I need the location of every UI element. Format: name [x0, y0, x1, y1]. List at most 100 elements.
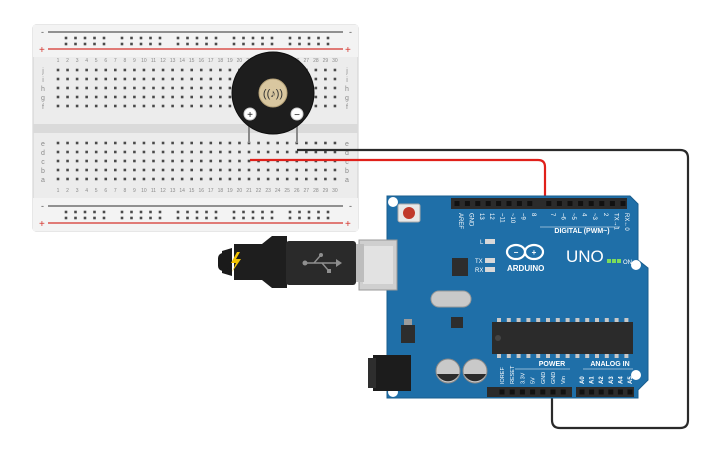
rail-hole[interactable]	[83, 42, 87, 46]
breadboard-hole[interactable]	[123, 141, 127, 145]
power-pin-hole[interactable]	[499, 389, 505, 395]
breadboard-hole[interactable]	[209, 141, 213, 145]
breadboard-hole[interactable]	[333, 150, 337, 154]
rail-hole[interactable]	[176, 216, 180, 220]
breadboard-hole[interactable]	[295, 150, 299, 154]
breadboard-hole[interactable]	[324, 77, 327, 81]
breadboard-hole[interactable]	[247, 150, 251, 154]
rail-hole[interactable]	[317, 36, 320, 40]
breadboard-hole[interactable]	[94, 86, 98, 90]
breadboard-hole[interactable]	[228, 150, 232, 154]
breadboard-hole[interactable]	[266, 141, 270, 145]
breadboard-hole[interactable]	[85, 177, 88, 181]
breadboard-hole[interactable]	[171, 77, 174, 81]
breadboard-hole[interactable]	[114, 141, 117, 145]
breadboard-hole[interactable]	[94, 77, 98, 81]
breadboard-hole[interactable]	[66, 95, 69, 99]
breadboard-hole[interactable]	[66, 104, 69, 108]
digital-pin-hole[interactable]	[454, 201, 460, 206]
ground-wire-black[interactable]	[297, 148, 690, 430]
power-pin-hole[interactable]	[509, 389, 515, 395]
breadboard-hole[interactable]	[85, 68, 88, 72]
breadboard-hole[interactable]	[104, 168, 108, 172]
breadboard-hole[interactable]	[104, 159, 108, 163]
breadboard-hole[interactable]	[123, 68, 127, 72]
breadboard-hole[interactable]	[104, 141, 108, 145]
digital-pin-hole[interactable]	[475, 201, 481, 206]
breadboard-hole[interactable]	[276, 177, 279, 181]
breadboard-hole[interactable]	[314, 150, 318, 154]
rail-hole[interactable]	[102, 216, 106, 220]
breadboard-hole[interactable]	[209, 86, 213, 90]
breadboard-hole[interactable]	[133, 177, 136, 181]
breadboard-hole[interactable]	[161, 168, 165, 172]
breadboard-hole[interactable]	[190, 150, 193, 154]
breadboard-hole[interactable]	[314, 104, 318, 108]
rail-hole[interactable]	[270, 42, 274, 46]
breadboard-hole[interactable]	[180, 95, 184, 99]
breadboard-hole[interactable]	[209, 168, 213, 172]
dc-power-jack[interactable]	[373, 355, 411, 391]
breadboard-hole[interactable]	[142, 68, 146, 72]
analog-pin-hole[interactable]	[617, 389, 623, 395]
breadboard-hole[interactable]	[247, 159, 251, 163]
rail-hole[interactable]	[120, 36, 124, 40]
rail-hole[interactable]	[251, 210, 255, 214]
breadboard-hole[interactable]	[114, 177, 117, 181]
rail-hole[interactable]	[205, 42, 208, 46]
breadboard-hole[interactable]	[238, 141, 241, 145]
breadboard-hole[interactable]	[199, 159, 203, 163]
breadboard-hole[interactable]	[171, 159, 174, 163]
breadboard-hole[interactable]	[180, 77, 184, 81]
rail-hole[interactable]	[120, 216, 124, 220]
breadboard-hole[interactable]	[133, 104, 136, 108]
rail-hole[interactable]	[242, 42, 245, 46]
digital-pin-hole[interactable]	[567, 201, 573, 206]
rail-hole[interactable]	[64, 210, 68, 214]
breadboard-hole[interactable]	[85, 86, 88, 90]
rail-hole[interactable]	[93, 210, 96, 214]
breadboard-hole[interactable]	[85, 95, 88, 99]
digital-pin-hole[interactable]	[516, 201, 522, 206]
breadboard-hole[interactable]	[285, 168, 289, 172]
rail-hole[interactable]	[195, 36, 199, 40]
breadboard-hole[interactable]	[180, 177, 184, 181]
breadboard-hole[interactable]	[104, 68, 108, 72]
breadboard-hole[interactable]	[295, 168, 299, 172]
breadboard-hole[interactable]	[94, 150, 98, 154]
breadboard-hole[interactable]	[199, 104, 203, 108]
rail-hole[interactable]	[242, 216, 245, 220]
breadboard-hole[interactable]	[152, 86, 155, 90]
rail-hole[interactable]	[326, 216, 330, 220]
breadboard-hole[interactable]	[314, 95, 318, 99]
breadboard-hole[interactable]	[199, 168, 203, 172]
rail-hole[interactable]	[242, 36, 245, 40]
breadboard-hole[interactable]	[190, 159, 193, 163]
breadboard-hole[interactable]	[180, 68, 184, 72]
breadboard-hole[interactable]	[123, 104, 127, 108]
breadboard-hole[interactable]	[171, 86, 174, 90]
breadboard-hole[interactable]	[75, 177, 79, 181]
breadboard-hole[interactable]	[142, 95, 146, 99]
breadboard-hole[interactable]	[85, 104, 88, 108]
rail-hole[interactable]	[251, 216, 255, 220]
breadboard-hole[interactable]	[56, 150, 60, 154]
rail-hole[interactable]	[93, 36, 96, 40]
rail-hole[interactable]	[205, 36, 208, 40]
rail-hole[interactable]	[130, 210, 133, 214]
breadboard-hole[interactable]	[209, 159, 213, 163]
digital-pin-hole[interactable]	[464, 201, 470, 206]
rail-hole[interactable]	[195, 210, 199, 214]
breadboard-hole[interactable]	[333, 104, 337, 108]
breadboard-hole[interactable]	[94, 95, 98, 99]
rail-hole[interactable]	[139, 42, 143, 46]
breadboard-hole[interactable]	[142, 86, 146, 90]
breadboard-hole[interactable]	[199, 177, 203, 181]
breadboard-hole[interactable]	[133, 159, 136, 163]
top-rail-holes[interactable]	[64, 36, 330, 46]
breadboard-hole[interactable]	[257, 150, 260, 154]
breadboard-hole[interactable]	[209, 177, 213, 181]
breadboard-hole[interactable]	[276, 141, 279, 145]
breadboard-hole[interactable]	[333, 141, 337, 145]
